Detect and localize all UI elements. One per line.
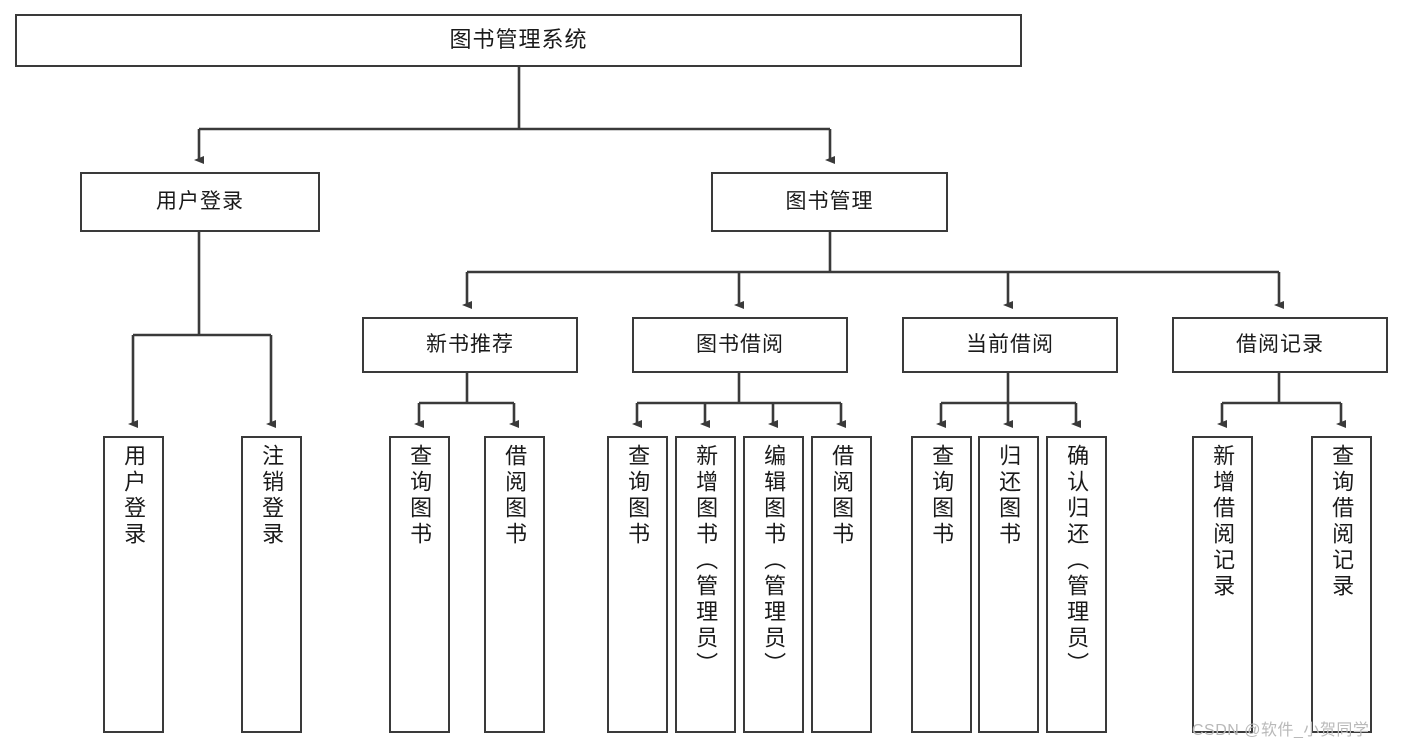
node-label: 借阅记录 (1236, 333, 1324, 357)
node-label: 图书借阅 (696, 333, 784, 357)
node-new-book-recommend[interactable]: 新书推荐 (362, 317, 578, 373)
node-label: 借阅图书 (829, 444, 855, 548)
node-label: 新增图书（管理员） (693, 444, 719, 678)
node-book-borrow[interactable]: 图书借阅 (632, 317, 848, 373)
leaf-new-book-query[interactable]: 查询图书 (389, 436, 450, 733)
leaf-borrow-record-add[interactable]: 新增借阅记录 (1192, 436, 1253, 733)
node-label: 当前借阅 (966, 333, 1054, 357)
leaf-user-login-login[interactable]: 用户登录 (103, 436, 164, 733)
node-label: 借阅图书 (502, 444, 528, 548)
node-label: 查询借阅记录 (1329, 444, 1355, 600)
node-label: 图书管理系统 (449, 27, 588, 53)
leaf-user-login-logout[interactable]: 注销登录 (241, 436, 302, 733)
node-book-management[interactable]: 图书管理 (711, 172, 948, 232)
leaf-new-book-borrow[interactable]: 借阅图书 (484, 436, 545, 733)
leaf-current-borrow-query[interactable]: 查询图书 (911, 436, 972, 733)
node-label: 查询图书 (929, 444, 955, 548)
node-label: 确认归还（管理员） (1064, 444, 1090, 678)
leaf-current-borrow-confirm-return[interactable]: 确认归还（管理员） (1046, 436, 1107, 733)
node-label: 查询图书 (625, 444, 651, 548)
leaf-book-borrow-add[interactable]: 新增图书（管理员） (675, 436, 736, 733)
leaf-current-borrow-return[interactable]: 归还图书 (978, 436, 1039, 733)
node-label: 图书管理 (785, 190, 874, 214)
leaf-borrow-record-query[interactable]: 查询借阅记录 (1311, 436, 1372, 733)
node-borrow-record[interactable]: 借阅记录 (1172, 317, 1388, 373)
node-label: 注销登录 (259, 444, 285, 548)
node-root-system[interactable]: 图书管理系统 (15, 14, 1022, 67)
leaf-book-borrow-edit[interactable]: 编辑图书（管理员） (743, 436, 804, 733)
node-label: 用户登录 (121, 444, 147, 548)
leaf-book-borrow-borrow[interactable]: 借阅图书 (811, 436, 872, 733)
node-label: 编辑图书（管理员） (761, 444, 787, 678)
leaf-book-borrow-query[interactable]: 查询图书 (607, 436, 668, 733)
node-current-borrow[interactable]: 当前借阅 (902, 317, 1118, 373)
node-label: 查询图书 (407, 444, 433, 548)
node-label: 新增借阅记录 (1210, 444, 1236, 600)
node-label: 新书推荐 (426, 333, 514, 357)
node-user-login[interactable]: 用户登录 (80, 172, 320, 232)
csdn-watermark: CSDN @软件_小贺同学 (1192, 722, 1370, 739)
node-label: 用户登录 (156, 190, 244, 214)
node-label: 归还图书 (996, 444, 1022, 548)
